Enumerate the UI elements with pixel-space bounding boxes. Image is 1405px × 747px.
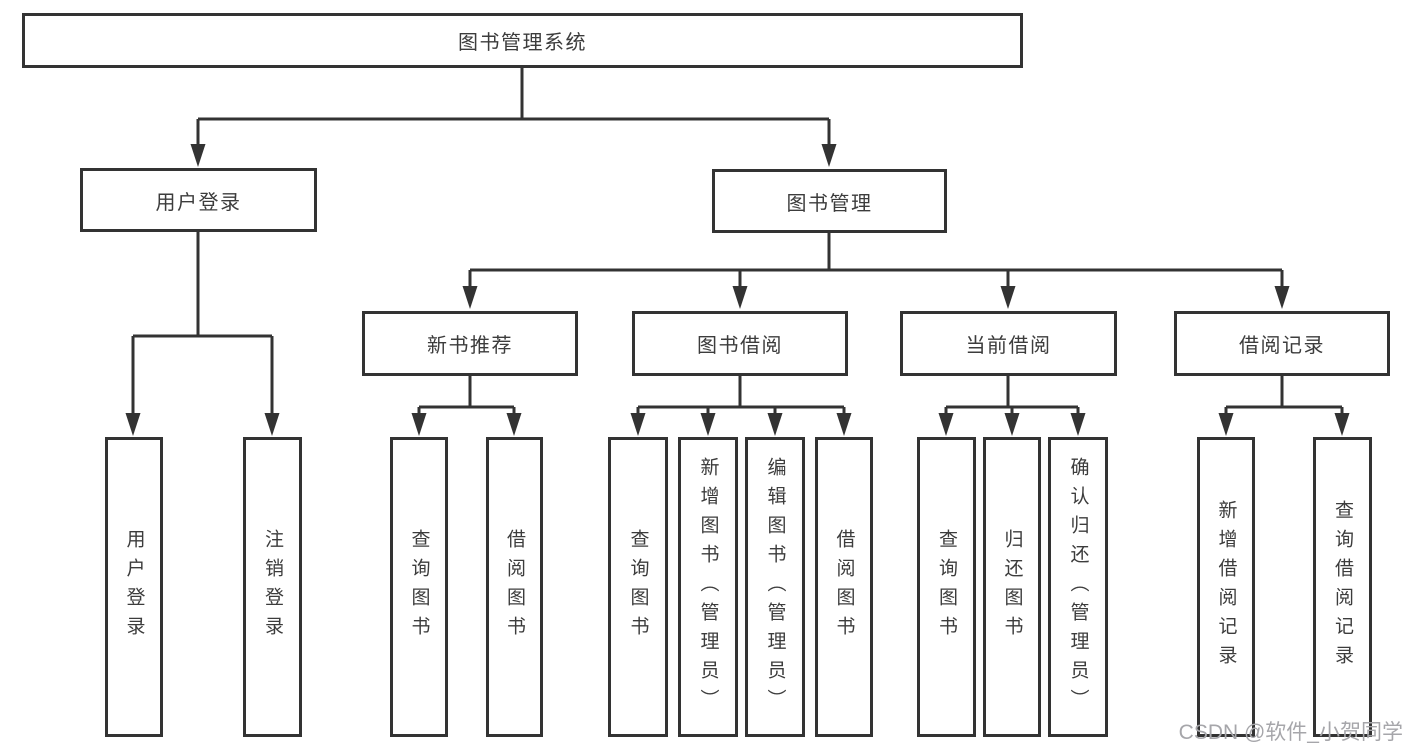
node-label: 用户登录 bbox=[155, 191, 242, 214]
node-borrow-books-recommend: 借阅图书 bbox=[486, 437, 543, 737]
node-label: 借阅图书 bbox=[504, 529, 525, 645]
node-label: 查询图书 bbox=[408, 529, 430, 645]
node-confirm-return-admin: 确认归还（管理员） bbox=[1048, 437, 1108, 737]
arrowhead bbox=[1334, 413, 1350, 436]
arrowhead bbox=[190, 144, 206, 167]
node-label: 新增图书（管理员） bbox=[697, 456, 719, 718]
node-label: 新书推荐 bbox=[427, 335, 513, 357]
arrowhead bbox=[1000, 286, 1016, 309]
node-label: 图书借阅 bbox=[697, 335, 783, 357]
arrowhead bbox=[1274, 286, 1290, 309]
arrowhead bbox=[630, 413, 646, 436]
arrowhead bbox=[732, 286, 748, 309]
node-user-login-branch: 用户登录 bbox=[80, 168, 317, 232]
node-add-borrow-record: 新增借阅记录 bbox=[1197, 437, 1255, 737]
connector-borrowing-fork bbox=[636, 376, 846, 421]
node-label: 图书管理 bbox=[786, 192, 873, 215]
arrowhead bbox=[836, 413, 852, 436]
node-label: 查询借阅记录 bbox=[1332, 500, 1353, 674]
node-label: 图书管理系统 bbox=[458, 32, 587, 54]
node-label: 当前借阅 bbox=[965, 335, 1052, 357]
connector-userlogin-fork bbox=[131, 232, 274, 421]
arrowhead bbox=[1004, 413, 1020, 436]
node-new-book-recommend: 新书推荐 bbox=[362, 311, 578, 376]
node-query-books-recommend: 查询图书 bbox=[390, 437, 448, 737]
node-label: 归还图书 bbox=[1001, 529, 1023, 645]
node-label: 查询图书 bbox=[936, 529, 957, 645]
connector-records-fork bbox=[1224, 376, 1344, 421]
arrowhead bbox=[700, 413, 716, 436]
arrowhead bbox=[1218, 413, 1234, 436]
arrowhead bbox=[125, 413, 141, 436]
node-logout-login: 注销登录 bbox=[243, 437, 302, 737]
node-borrow-books: 借阅图书 bbox=[815, 437, 873, 737]
connector-root-fork bbox=[196, 68, 831, 152]
node-label: 查询图书 bbox=[627, 529, 649, 645]
node-current-borrowing: 当前借阅 bbox=[900, 311, 1117, 376]
node-library-management-system: 图书管理系统 bbox=[22, 13, 1023, 68]
node-book-management: 图书管理 bbox=[712, 169, 947, 233]
arrowhead bbox=[462, 286, 478, 309]
node-query-books-current: 查询图书 bbox=[917, 437, 976, 737]
node-edit-books-admin: 编辑图书（管理员） bbox=[745, 437, 805, 737]
node-query-borrow-record: 查询借阅记录 bbox=[1313, 437, 1372, 737]
connector-bookmgmt-fork bbox=[468, 233, 1284, 293]
node-book-borrowing: 图书借阅 bbox=[632, 311, 848, 376]
node-label: 用户登录 bbox=[123, 529, 145, 645]
node-label: 注销登录 bbox=[262, 529, 283, 645]
node-add-books-admin: 新增图书（管理员） bbox=[678, 437, 738, 737]
node-user-login: 用户登录 bbox=[105, 437, 163, 737]
arrowhead bbox=[821, 144, 837, 167]
node-label: 编辑图书（管理员） bbox=[764, 456, 786, 718]
arrowhead bbox=[767, 413, 783, 436]
node-label: 新增借阅记录 bbox=[1215, 500, 1237, 674]
arrowhead bbox=[411, 413, 427, 436]
node-label: 借阅记录 bbox=[1239, 335, 1325, 357]
node-query-books-borrowing: 查询图书 bbox=[608, 437, 668, 737]
node-borrowing-records: 借阅记录 bbox=[1174, 311, 1390, 376]
arrowhead bbox=[506, 413, 522, 436]
connector-newbook-fork bbox=[417, 376, 516, 421]
node-label: 确认归还（管理员） bbox=[1067, 456, 1089, 718]
node-return-books: 归还图书 bbox=[983, 437, 1041, 737]
arrowhead bbox=[938, 413, 954, 436]
arrowhead bbox=[264, 413, 280, 436]
csdn-watermark: CSDN @软件_小贺同学 bbox=[1178, 721, 1403, 744]
node-label: 借阅图书 bbox=[833, 529, 855, 645]
arrowhead bbox=[1070, 413, 1086, 436]
